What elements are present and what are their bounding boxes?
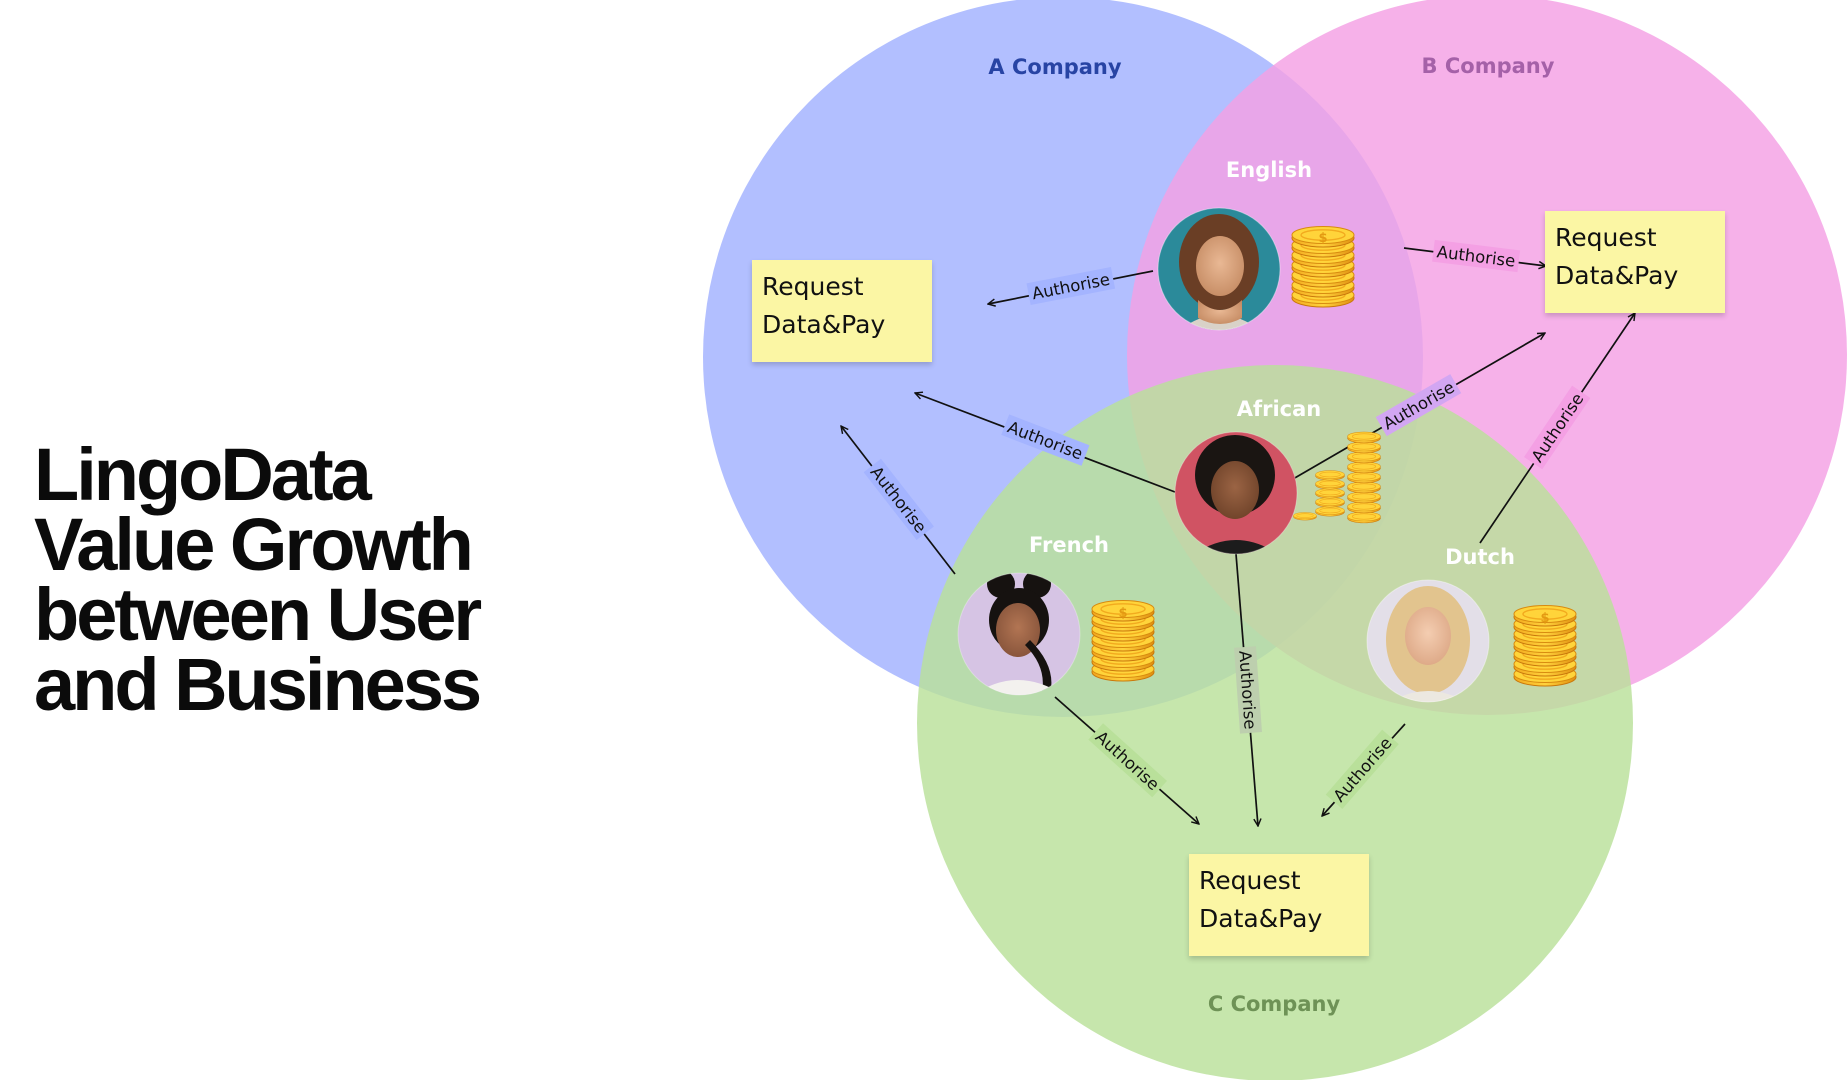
avatar-dutch	[1367, 580, 1489, 702]
note-a-line2: Data&Pay	[762, 310, 886, 339]
note-request-b: Request Data&Pay	[1545, 211, 1725, 313]
label-a-company: A Company	[988, 55, 1121, 79]
note-c-line1: Request	[1199, 866, 1301, 895]
label-english: English	[1226, 158, 1312, 182]
circle-c-company	[917, 365, 1633, 1080]
avatar-english	[1158, 208, 1280, 330]
svg-text:$: $	[1118, 606, 1127, 621]
note-c-line2: Data&Pay	[1199, 904, 1323, 933]
avatar-french	[958, 573, 1080, 695]
note-b-line1: Request	[1555, 223, 1657, 252]
label-dutch: Dutch	[1445, 545, 1515, 569]
avatar-african	[1175, 432, 1297, 554]
note-b-line2: Data&Pay	[1555, 261, 1679, 290]
title-line-2: Value Growth	[34, 503, 474, 586]
note-request-a: Request Data&Pay	[752, 260, 932, 362]
label-b-company: B Company	[1422, 54, 1555, 78]
note-request-c: Request Data&Pay	[1189, 854, 1369, 956]
label-french: French	[1029, 533, 1109, 557]
label-african: African	[1237, 397, 1322, 421]
coin-stack-french: $	[1091, 599, 1155, 682]
title-line-4: and Business	[34, 643, 482, 726]
page-title: LingoData Value Growth between User and …	[34, 433, 574, 726]
coin-stack-english: $	[1291, 225, 1355, 308]
svg-text:$: $	[1540, 611, 1549, 626]
title-line-1: LingoData	[34, 433, 372, 516]
title-line-3: between User	[34, 573, 482, 656]
label-c-company: C Company	[1208, 992, 1341, 1016]
svg-text:$: $	[1318, 231, 1327, 246]
coin-stack-dutch: $	[1513, 604, 1577, 687]
note-a-line1: Request	[762, 272, 864, 301]
